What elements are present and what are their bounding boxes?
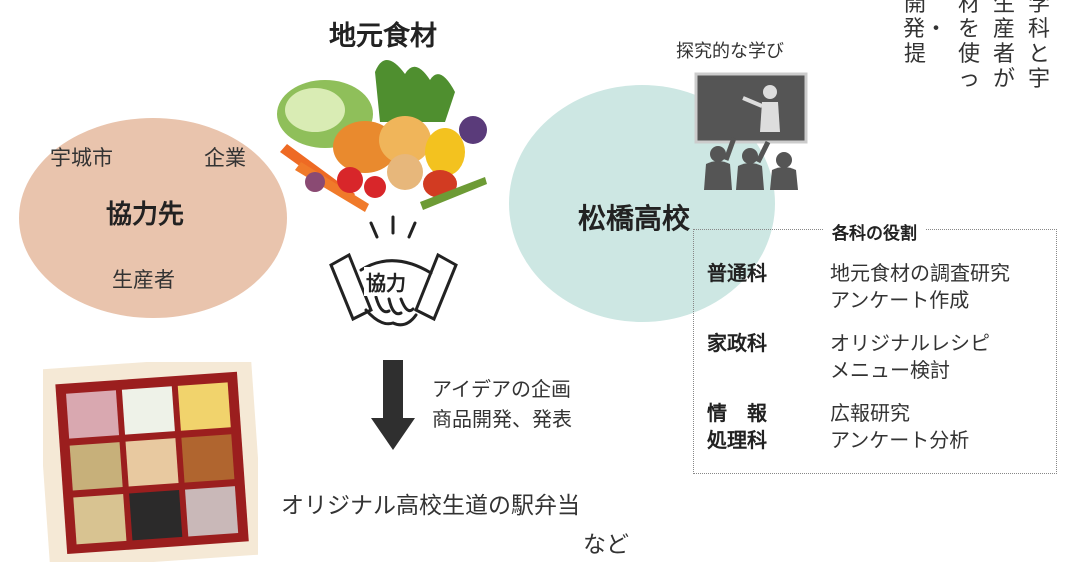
cooperation-label: 協力 [364, 267, 408, 296]
down-arrow-icon [371, 360, 415, 450]
partner-company-label: 企業 [204, 146, 246, 170]
classroom-icon [694, 72, 808, 190]
role-general-1: 地元食材の調査研究 [830, 261, 1010, 285]
arrow-text-1: アイデアの企画 [432, 377, 571, 401]
roles-title: 各科の役割 [824, 219, 925, 244]
role-general-2: アンケート作成 [830, 288, 970, 312]
role-home-economics-1: オリジナルレシピ [830, 331, 990, 355]
inquiry-label: 探究的な学び [676, 41, 784, 62]
bento-image [43, 362, 258, 562]
school-name: 松橋高校 [578, 202, 691, 235]
vertical-text-col-2: 生産者が [992, 0, 1015, 92]
dept-general: 普通科 [707, 261, 767, 285]
result-text-1: オリジナル高校生道の駅弁当 [281, 493, 580, 519]
role-information-2: アンケート分析 [830, 428, 970, 452]
partner-circle [19, 118, 287, 318]
dept-information-2: 処理科 [707, 428, 767, 452]
partner-center-label: 協力先 [106, 200, 185, 230]
handshake-icon [329, 215, 458, 327]
result-text-2: など [583, 532, 629, 558]
partner-producer-label: 生産者 [112, 268, 175, 292]
role-information-1: 広報研究 [830, 401, 910, 425]
dept-home-economics: 家政科 [707, 331, 767, 355]
arrow-text-2: 商品開発、発表 [432, 407, 572, 431]
vertical-text-col-4: 開発・提 [903, 0, 948, 67]
partner-city-label: 宇城市 [50, 146, 113, 170]
vertical-text-col-1: 学科と宇 [1027, 0, 1050, 92]
role-home-economics-2: メニュー検討 [830, 358, 950, 382]
vegetables-image [277, 59, 487, 212]
dept-information-1: 情 報 [707, 401, 767, 425]
local-food-title: 地元食材 [329, 21, 437, 52]
vertical-text-col-3: 材を使っ [957, 0, 980, 92]
